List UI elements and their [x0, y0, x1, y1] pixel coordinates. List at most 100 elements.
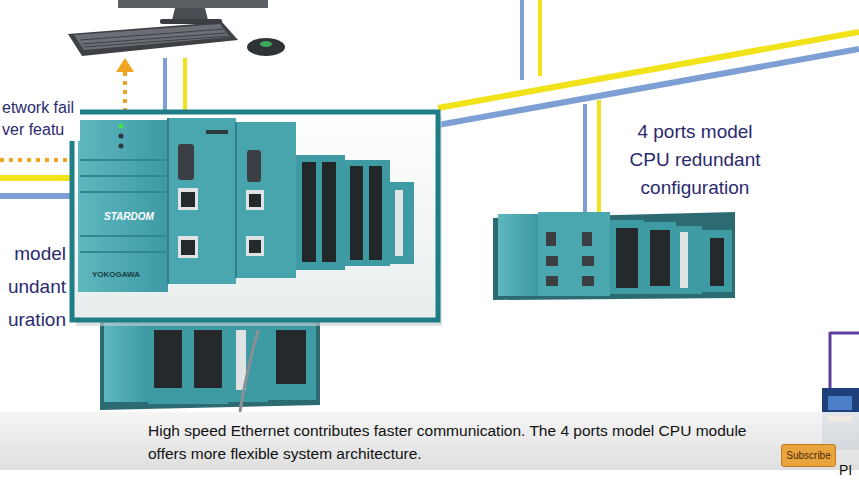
device-edge — [828, 396, 852, 410]
product-inset — [168, 118, 236, 284]
caption-band — [0, 412, 859, 470]
product-inset — [322, 162, 336, 262]
failover-arrow — [123, 70, 127, 112]
plc-bottom — [104, 322, 148, 402]
product-inset — [119, 124, 124, 129]
product-inset — [80, 191, 166, 193]
plc-right — [538, 212, 574, 296]
plc-right — [582, 256, 594, 266]
network-lines — [830, 332, 859, 335]
network-lines — [438, 32, 859, 108]
plc-bottom — [228, 322, 268, 402]
product-inset — [395, 190, 403, 256]
network-lines — [183, 58, 187, 112]
plc-bottom — [194, 330, 222, 388]
product-inset — [178, 236, 198, 258]
keyboard — [68, 22, 238, 56]
product-inset — [167, 118, 169, 284]
plc-right — [676, 226, 702, 294]
button-label: Subscribe — [786, 449, 831, 462]
plc-right — [546, 232, 556, 246]
plc-right — [498, 214, 538, 296]
network-lines — [0, 193, 72, 199]
plc-right — [680, 232, 688, 288]
plc-right — [702, 230, 732, 292]
brand-logo: STARDOM — [104, 211, 164, 223]
product-inset — [249, 240, 261, 253]
product-inset — [249, 194, 261, 207]
plc-bottom — [240, 330, 258, 412]
plc-right — [493, 212, 735, 300]
plc-right — [710, 238, 724, 286]
network-lines — [829, 332, 832, 390]
plc-bottom — [268, 322, 316, 400]
plc-bottom — [154, 330, 182, 388]
product-inset — [119, 144, 124, 149]
cropped-note: model undant uration — [0, 237, 66, 336]
subtitle-caption: High speed Ethernet contributes faster c… — [148, 419, 748, 465]
keyboard — [82, 33, 227, 44]
product-inset — [390, 182, 414, 264]
product-inset — [80, 159, 166, 161]
mouse — [247, 38, 285, 56]
plc-right — [546, 256, 558, 266]
network-lines — [583, 104, 587, 212]
product-inset — [80, 175, 166, 177]
product-inset — [178, 144, 194, 180]
plc-bottom — [100, 322, 320, 410]
product-inset — [181, 240, 195, 255]
product-inset — [350, 166, 363, 260]
product-inset — [178, 188, 198, 210]
brand-name: YOKOGAWA — [92, 270, 152, 280]
keyboard — [74, 24, 230, 50]
product-inset — [302, 162, 316, 262]
configuration-note: 4 ports model CPU redundant configuratio… — [620, 118, 770, 202]
product-inset — [80, 251, 166, 253]
product-inset — [206, 130, 228, 134]
product-inset — [235, 122, 237, 278]
product-inset — [369, 166, 382, 260]
plc-right — [650, 230, 670, 286]
subscribe-button: Subscribe — [781, 444, 836, 467]
product-inset — [236, 122, 296, 278]
mouse — [247, 38, 285, 56]
product-inset — [72, 112, 438, 320]
network-lines — [520, 0, 524, 80]
plc-right — [493, 212, 735, 300]
network-lines — [438, 49, 859, 125]
network-lines — [538, 0, 542, 76]
plc-right — [644, 222, 676, 294]
product-inset — [78, 120, 168, 292]
plc-bottom — [100, 322, 320, 412]
product-inset — [72, 112, 442, 326]
product-inset — [246, 236, 264, 256]
plc-bottom — [188, 322, 228, 404]
monitor — [118, 0, 268, 24]
product-inset — [247, 150, 261, 182]
plc-bottom — [148, 322, 188, 404]
keyboard — [68, 22, 238, 56]
cropped-note: etwork fail ver featu — [2, 97, 80, 141]
plc-right — [616, 228, 638, 288]
product-inset — [345, 160, 390, 266]
mouse — [260, 41, 272, 47]
product-inset — [119, 134, 124, 139]
cropped-label: PI — [839, 462, 857, 478]
network-lines — [163, 58, 167, 112]
keyboard — [84, 36, 229, 47]
product-inset — [80, 235, 166, 237]
plc-right — [582, 232, 592, 246]
plc-right — [546, 276, 558, 286]
monitor — [118, 0, 268, 8]
failover-arrow — [0, 158, 72, 162]
failover-arrow — [116, 58, 134, 72]
monitor — [172, 8, 208, 20]
network-lines — [597, 100, 601, 212]
plc-right — [610, 220, 644, 294]
plc-bottom — [276, 330, 306, 384]
plc-right — [582, 276, 594, 286]
network-lines — [0, 175, 72, 181]
